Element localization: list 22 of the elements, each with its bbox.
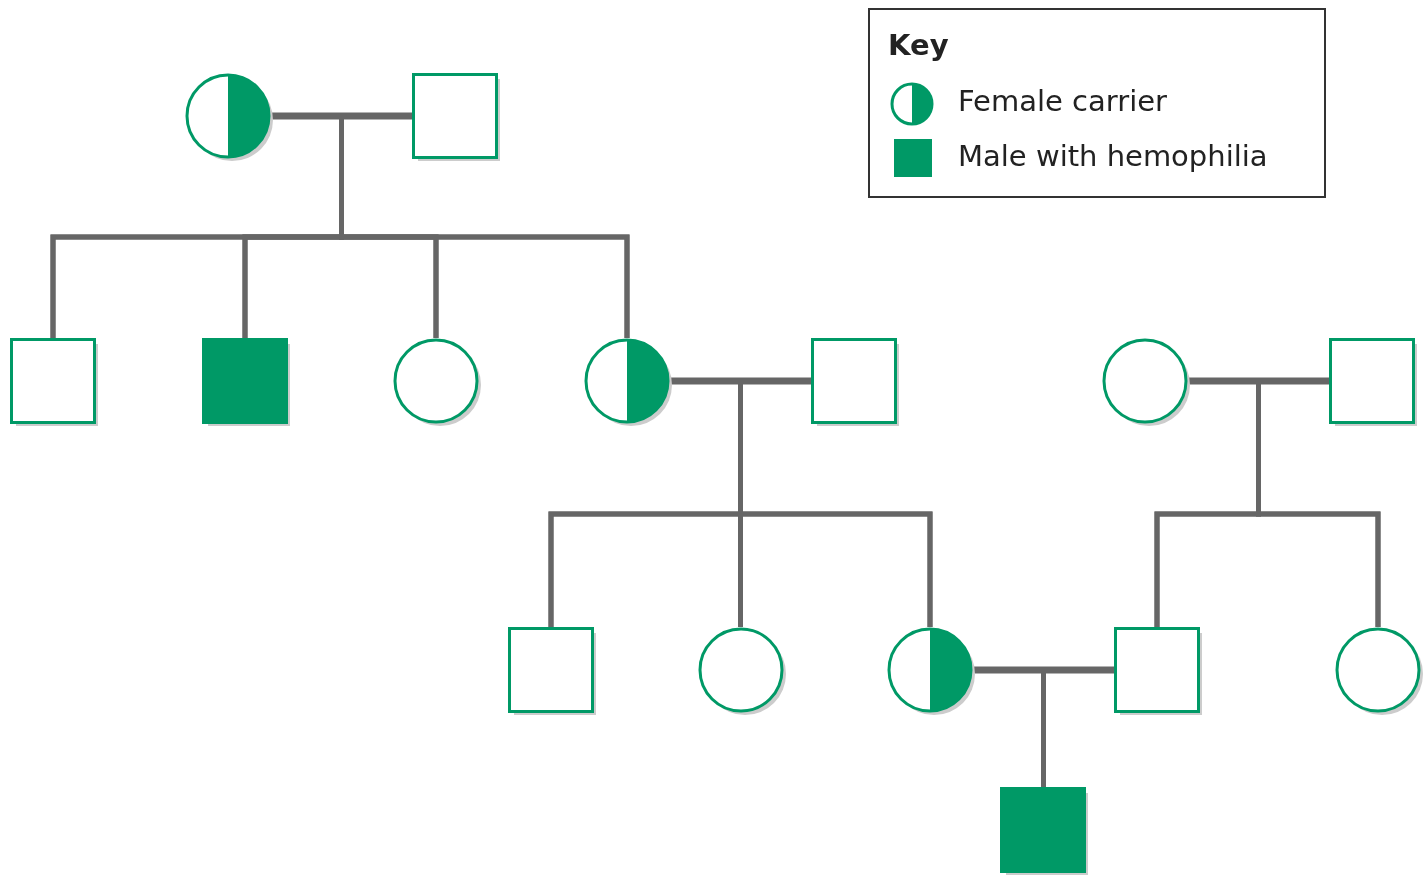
unaffected-female-symbol <box>1335 627 1421 713</box>
female-carrier-symbol <box>584 338 670 424</box>
legend-label: Male with hemophilia <box>958 139 1268 173</box>
mating-line <box>271 112 412 120</box>
unaffected-male-symbol <box>1329 338 1415 424</box>
female-carrier-symbol <box>185 73 271 159</box>
unaffected-female-symbol <box>698 627 784 713</box>
mating-line <box>670 377 811 385</box>
female-carrier-symbol <box>887 627 973 713</box>
unaffected-male-symbol <box>508 627 594 713</box>
unaffected-male-symbol <box>10 338 96 424</box>
legend-label: Female carrier <box>958 84 1167 118</box>
unaffected-male-symbol <box>1114 627 1200 713</box>
unaffected-male-symbol <box>811 338 897 424</box>
key-title: Key <box>888 28 949 62</box>
affected-male-symbol <box>202 338 288 424</box>
unaffected-female-symbol <box>1102 338 1188 424</box>
unaffected-male-symbol <box>412 73 498 159</box>
unaffected-female-symbol <box>393 338 479 424</box>
affected-male-symbol <box>1000 787 1086 873</box>
mating-line <box>1188 377 1329 385</box>
mating-line <box>973 666 1114 674</box>
